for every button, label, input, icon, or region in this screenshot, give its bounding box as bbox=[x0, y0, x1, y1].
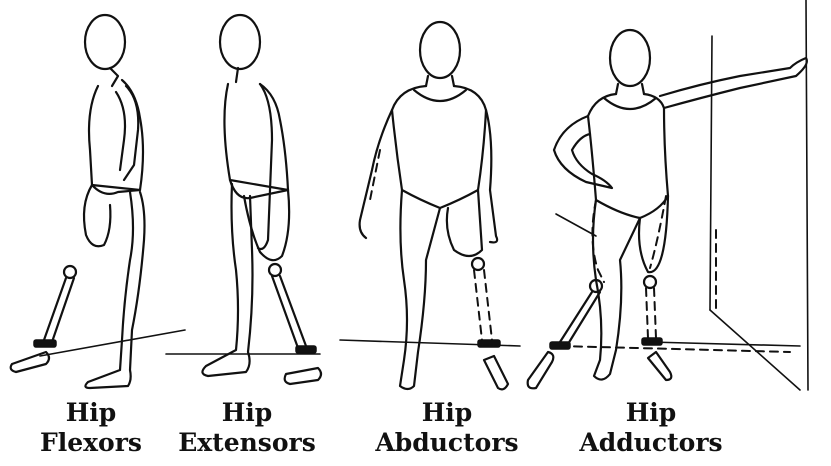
caption-hip-abductors-line2: Abductors bbox=[362, 428, 532, 458]
figure-4-floor-line bbox=[650, 342, 800, 346]
figure-2-prosthetic-foot bbox=[285, 368, 321, 384]
figure-4-prosthetic-foot bbox=[648, 352, 671, 380]
figure-3-prosthetic-knee bbox=[472, 258, 484, 270]
caption-hip-flexors-line1: Hip bbox=[6, 398, 176, 428]
figure-2-head bbox=[220, 15, 260, 69]
figure-2-prosthetic-shin bbox=[272, 276, 306, 348]
figure-3-residual-limb bbox=[447, 190, 482, 256]
caption-hip-extensors-line2: Extensors bbox=[162, 428, 332, 458]
caption-hip-adductors-line2: Adductors bbox=[566, 428, 736, 458]
caption-hip-adductors: Hip Adductors bbox=[566, 398, 736, 458]
figure-2-prosthetic-knee bbox=[269, 264, 281, 276]
figure-hip-abductors bbox=[340, 22, 520, 389]
figure-4-torso bbox=[588, 94, 668, 218]
figure-1-prosthetic-shin bbox=[44, 278, 74, 342]
figure-1-head bbox=[85, 15, 125, 69]
figure-4-floor-dashed bbox=[560, 346, 790, 352]
figure-4-right-arm bbox=[660, 58, 807, 108]
figure-3-right-arm bbox=[486, 110, 497, 242]
figure-1-floor-line bbox=[40, 330, 185, 356]
figure-3-standing-leg bbox=[400, 190, 440, 389]
figure-1-prosthetic-ankle bbox=[34, 340, 56, 347]
caption-hip-adductors-line1: Hip bbox=[566, 398, 736, 428]
figure-4-head bbox=[610, 30, 650, 86]
figure-3-prosthetic-shin bbox=[474, 270, 492, 340]
figure-3-torso bbox=[392, 86, 486, 208]
figure-1-prosthetic-knee bbox=[64, 266, 76, 278]
figure-1-standing-leg bbox=[85, 192, 144, 388]
figure-2-prosthetic-ankle bbox=[296, 346, 316, 353]
figure-4-wall bbox=[710, 0, 808, 390]
caption-hip-extensors: Hip Extensors bbox=[162, 398, 332, 458]
caption-hip-abductors: Hip Abductors bbox=[362, 398, 532, 458]
figure-hip-adductors bbox=[528, 0, 808, 390]
caption-hip-extensors-line1: Hip bbox=[162, 398, 332, 428]
figure-3-head bbox=[420, 22, 460, 78]
figure-2-arm bbox=[258, 84, 272, 249]
figure-1-torso bbox=[89, 80, 143, 190]
figure-4-prosthetic-knee bbox=[644, 276, 656, 288]
figure-4-residual-limb bbox=[639, 196, 668, 272]
figure-4-prosthetic-foot-left bbox=[528, 352, 554, 388]
figure-2-torso bbox=[224, 84, 288, 190]
figure-2-standing-leg bbox=[202, 184, 252, 376]
caption-hip-abductors-line1: Hip bbox=[362, 398, 532, 428]
figure-4-prosthetic-shin bbox=[646, 288, 656, 338]
figure-1-neck bbox=[110, 68, 118, 86]
caption-hip-flexors: Hip Flexors bbox=[6, 398, 176, 458]
caption-hip-flexors-line2: Flexors bbox=[6, 428, 176, 458]
figure-hip-flexors bbox=[11, 15, 185, 388]
figure-hip-extensors bbox=[166, 15, 321, 384]
figure-3-left-arm bbox=[360, 110, 392, 238]
figure-3-prosthetic-foot bbox=[484, 356, 508, 389]
figure-4-left-arm bbox=[554, 116, 612, 188]
